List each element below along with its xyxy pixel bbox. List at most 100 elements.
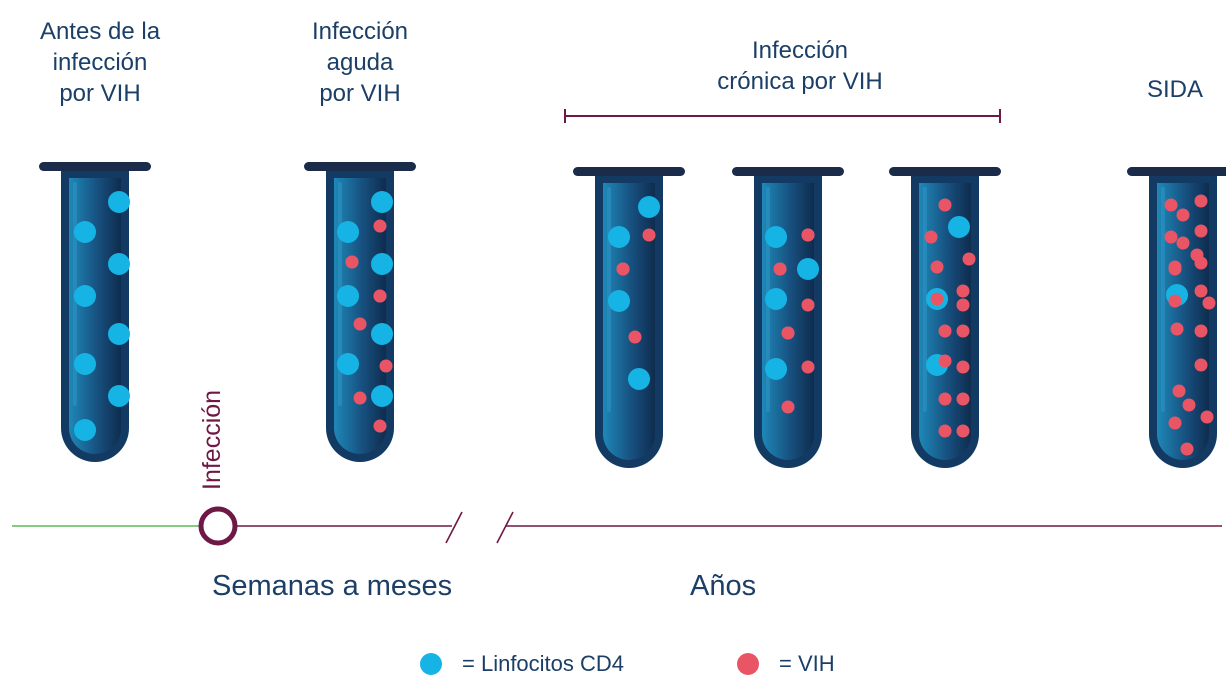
infection-label: Infección [198,389,226,490]
test-tube-3 [573,167,685,468]
cd4-cell-dot [765,358,787,380]
hiv-particle-dot [1194,194,1208,208]
hiv-particle-dot [781,326,795,340]
cd4-cell-dot [638,196,660,218]
hiv-particle-dot [1176,236,1190,250]
hiv-particle-dot [1202,296,1216,310]
hiv-particle-dot [801,228,815,242]
break-mark-left [445,511,463,544]
hiv-particle-dot [1164,198,1178,212]
hiv-particle-dot [956,392,970,406]
cd4-cell-dot [608,226,630,248]
hiv-particle-dot [1176,208,1190,222]
break-mark-right [496,511,514,544]
period-label-weeks: Semanas a meses [212,570,453,602]
hiv-particle-dot [616,262,630,276]
hiv-particle-dot [1168,416,1182,430]
hiv-particle-dot [962,252,976,266]
hiv-particle-dot [1168,294,1182,308]
hiv-particle-dot [628,330,642,344]
hiv-particle-dot [938,324,952,338]
hiv-particle-dot [1168,262,1182,276]
test-tube-2 [304,162,416,462]
cd4-cell-dot [337,221,359,243]
cd4-cell-dot [371,323,393,345]
hiv-particle-dot [353,391,367,405]
test-tube-4 [732,167,844,468]
hiv-particle-dot [956,284,970,298]
stage-label-chronic-infection: Infección crónica por VIH [717,37,883,95]
hiv-particle-dot [938,392,952,406]
test-tube-1 [39,162,151,462]
hiv-particle-dot [373,289,387,303]
cd4-cell-dot [948,216,970,238]
hiv-particle-dot [345,255,359,269]
cd4-cell-dot [797,258,819,280]
hiv-particle-dot [924,230,938,244]
hiv-particle-dot [938,198,952,212]
legend-cd4: = Linfocitos CD4 [420,649,624,679]
hiv-particle-dot [1182,398,1196,412]
hiv-particle-dot [1200,410,1214,424]
period-label-years: Años [690,570,757,602]
hiv-particle-dot [1194,358,1208,372]
hiv-particle-dot [1194,284,1208,298]
hiv-particle-dot [1180,442,1194,456]
stage-label-aids: SIDA [1146,76,1203,103]
cd4-cell-dot [765,226,787,248]
cd4-cell-dot [74,221,96,243]
legend-cd4-label: = Linfocitos CD4 [462,651,625,676]
tube-cap [573,167,685,176]
hiv-particle-dot [773,262,787,276]
tube-cap [304,162,416,171]
hiv-particle-dot [1194,324,1208,338]
cd4-cell-dot [74,285,96,307]
chronic-range-bracket [564,109,1001,123]
infection-marker-icon [198,506,238,546]
tube-cap [1127,167,1226,176]
hiv-particle-dot [1172,384,1186,398]
hiv-particle-dot [938,424,952,438]
hiv-particle-dot [956,424,970,438]
hiv-particle-dot [1194,224,1208,238]
hiv-particle-dot [801,298,815,312]
tube-cap [732,167,844,176]
test-tube-6 [1127,167,1226,468]
hiv-particle-dot [353,317,367,331]
cd4-cell-dot [108,323,130,345]
hiv-particle-dot [1170,322,1184,336]
legend-hiv-label: = VIH [779,651,835,676]
stage-label-acute-infection: Infección aguda por VIH [311,18,409,107]
hiv-particle-dot [1164,230,1178,244]
hiv-particle-dot [956,324,970,338]
cd4-cell-dot [108,385,130,407]
cd4-cell-dot [74,419,96,441]
hiv-particle-dot [373,219,387,233]
hiv-particle-dot [956,360,970,374]
hiv-particle-dot [642,228,656,242]
tube-cap [39,162,151,171]
cd4-cell-dot [628,368,650,390]
hiv-particle-dot [930,292,944,306]
cd4-cell-dot [108,253,130,275]
cd4-cell-dot [608,290,630,312]
test-tube-5 [889,167,1001,468]
cd4-cell-dot [371,385,393,407]
cd4-dot-icon [420,653,442,675]
hiv-particle-dot [801,360,815,374]
cd4-cell-dot [74,353,96,375]
cd4-cell-dot [371,191,393,213]
hiv-dot-icon [737,653,759,675]
hiv-particle-dot [956,298,970,312]
hiv-particle-dot [373,419,387,433]
cd4-cell-dot [108,191,130,213]
hiv-particle-dot [781,400,795,414]
hiv-particle-dot [938,354,952,368]
tube-cap [889,167,1001,176]
hiv-particle-dot [1194,256,1208,270]
cd4-cell-dot [337,353,359,375]
cd4-cell-dot [337,285,359,307]
hiv-particle-dot [379,359,393,373]
legend-hiv: = VIH [737,649,835,679]
